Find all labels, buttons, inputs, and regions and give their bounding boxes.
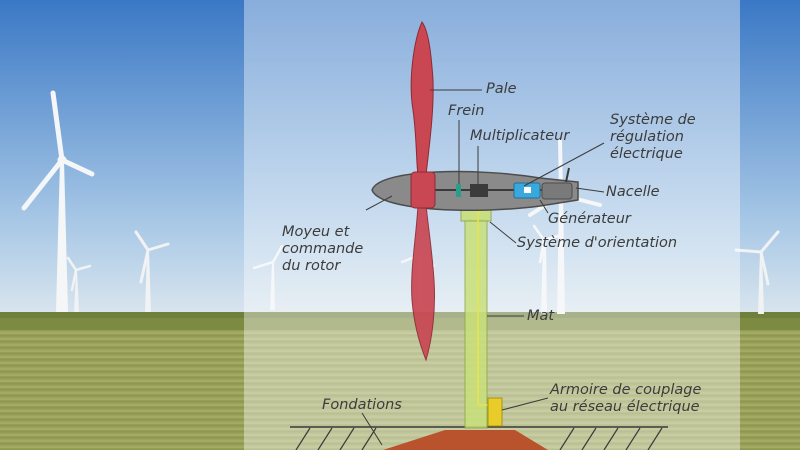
label-fondations: Fondations (322, 397, 402, 413)
label-moyeu: Moyeu et commande du rotor (282, 224, 364, 274)
overlay-panel (244, 0, 740, 450)
rotor-blades (410, 21, 436, 362)
label-orientation: Système d'orientation (517, 235, 678, 251)
background-turbine-right (734, 230, 780, 314)
label-regulation: Système de régulation électrique (610, 112, 696, 162)
label-mat: Mat (527, 308, 555, 324)
label-multiplicateur: Multiplicateur (470, 128, 570, 144)
label-frein: Frein (448, 103, 485, 119)
background-turbine-small-1 (134, 230, 170, 312)
frein (456, 184, 461, 197)
label-generateur: Générateur (548, 211, 631, 227)
label-armoire: Armoire de couplage au réseau électrique (550, 382, 702, 415)
label-nacelle: Nacelle (606, 184, 660, 200)
mast (464, 219, 488, 429)
background-turbine-small-2 (66, 256, 92, 312)
leader-lines (361, 89, 605, 446)
multiplicateur (470, 184, 488, 197)
armoire (487, 397, 503, 427)
background-turbine-large (21, 90, 95, 312)
label-pale: Pale (486, 81, 517, 97)
foundation (290, 426, 668, 450)
